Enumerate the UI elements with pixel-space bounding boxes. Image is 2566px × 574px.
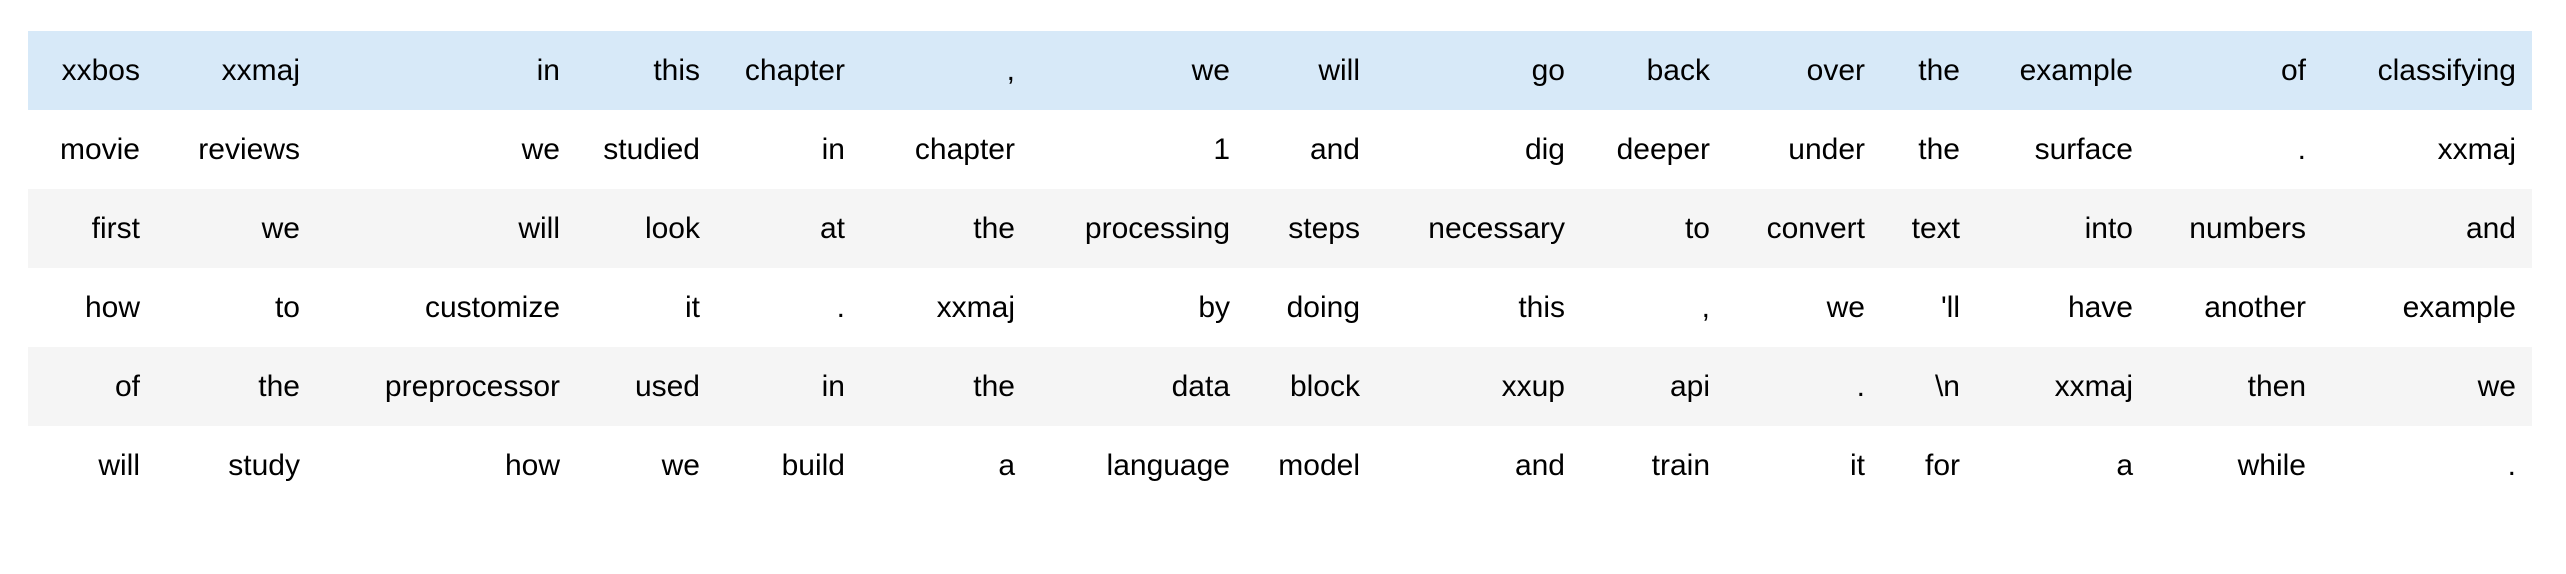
token-cell: and (1246, 110, 1376, 189)
token-cell: studied (576, 110, 716, 189)
token-cell: 1 (1031, 110, 1246, 189)
token-cell: then (2149, 347, 2322, 426)
token-cell: block (1246, 347, 1376, 426)
token-cell: movie (28, 110, 156, 189)
token-cell: xxmaj (861, 268, 1031, 347)
token-cell: have (1976, 268, 2149, 347)
token-cell: example (2322, 268, 2532, 347)
token-cell: it (576, 268, 716, 347)
token-cell: 'll (1881, 268, 1976, 347)
token-cell: how (316, 426, 576, 505)
token-cell: go (1376, 31, 1581, 110)
token-cell: . (2322, 426, 2532, 505)
token-cell: chapter (861, 110, 1031, 189)
token-cell: we (156, 189, 316, 268)
token-cell: a (1976, 426, 2149, 505)
token-cell: . (1726, 347, 1881, 426)
token-cell: we (1031, 31, 1246, 110)
token-cell: \n (1881, 347, 1976, 426)
token-cell: we (316, 110, 576, 189)
token-cell: the (1881, 31, 1976, 110)
token-cell: necessary (1376, 189, 1581, 268)
token-cell: . (716, 268, 861, 347)
token-cell: look (576, 189, 716, 268)
token-cell: the (1881, 110, 1976, 189)
token-cell: data (1031, 347, 1246, 426)
token-cell: will (316, 189, 576, 268)
token-cell: model (1246, 426, 1376, 505)
token-cell: of (28, 347, 156, 426)
token-cell: the (156, 347, 316, 426)
token-cell: chapter (716, 31, 861, 110)
token-cell: under (1726, 110, 1881, 189)
token-cell: in (316, 31, 576, 110)
token-cell: train (1581, 426, 1726, 505)
token-cell: to (156, 268, 316, 347)
token-cell: customize (316, 268, 576, 347)
token-cell: first (28, 189, 156, 268)
token-cell: we (1726, 268, 1881, 347)
token-cell: processing (1031, 189, 1246, 268)
token-cell: how (28, 268, 156, 347)
token-cell: and (1376, 426, 1581, 505)
token-cell: it (1726, 426, 1881, 505)
token-cell: another (2149, 268, 2322, 347)
token-cell: . (2149, 110, 2322, 189)
token-cell: will (1246, 31, 1376, 110)
token-cell: at (716, 189, 861, 268)
token-cell: xxmaj (2322, 110, 2532, 189)
token-cell: language (1031, 426, 1246, 505)
token-cell: deeper (1581, 110, 1726, 189)
token-cell: surface (1976, 110, 2149, 189)
token-cell: doing (1246, 268, 1376, 347)
token-cell: , (1581, 268, 1726, 347)
token-cell: by (1031, 268, 1246, 347)
token-cell: used (576, 347, 716, 426)
token-cell: this (576, 31, 716, 110)
token-cell: will (28, 426, 156, 505)
token-cell: xxmaj (156, 31, 316, 110)
token-cell: and (2322, 189, 2532, 268)
token-cell: xxup (1376, 347, 1581, 426)
token-cell: we (576, 426, 716, 505)
token-cell: study (156, 426, 316, 505)
token-cell: the (861, 189, 1031, 268)
token-cell: dig (1376, 110, 1581, 189)
token-cell: reviews (156, 110, 316, 189)
token-cell: while (2149, 426, 2322, 505)
token-cell: xxmaj (1976, 347, 2149, 426)
token-cell: the (861, 347, 1031, 426)
token-cell: steps (1246, 189, 1376, 268)
token-cell: back (1581, 31, 1726, 110)
token-cell: into (1976, 189, 2149, 268)
token-cell: api (1581, 347, 1726, 426)
token-cell: we (2322, 347, 2532, 426)
token-cell: to (1581, 189, 1726, 268)
token-cell: example (1976, 31, 2149, 110)
token-cell: over (1726, 31, 1881, 110)
token-cell: this (1376, 268, 1581, 347)
token-cell: in (716, 347, 861, 426)
token-cell: convert (1726, 189, 1881, 268)
token-cell: classifying (2322, 31, 2532, 110)
token-cell: for (1881, 426, 1976, 505)
token-cell: text (1881, 189, 1976, 268)
token-cell: preprocessor (316, 347, 576, 426)
token-cell: in (716, 110, 861, 189)
token-cell: , (861, 31, 1031, 110)
token-cell: of (2149, 31, 2322, 110)
token-cell: numbers (2149, 189, 2322, 268)
token-cell: xxbos (28, 31, 156, 110)
token-cell: a (861, 426, 1031, 505)
token-cell: build (716, 426, 861, 505)
